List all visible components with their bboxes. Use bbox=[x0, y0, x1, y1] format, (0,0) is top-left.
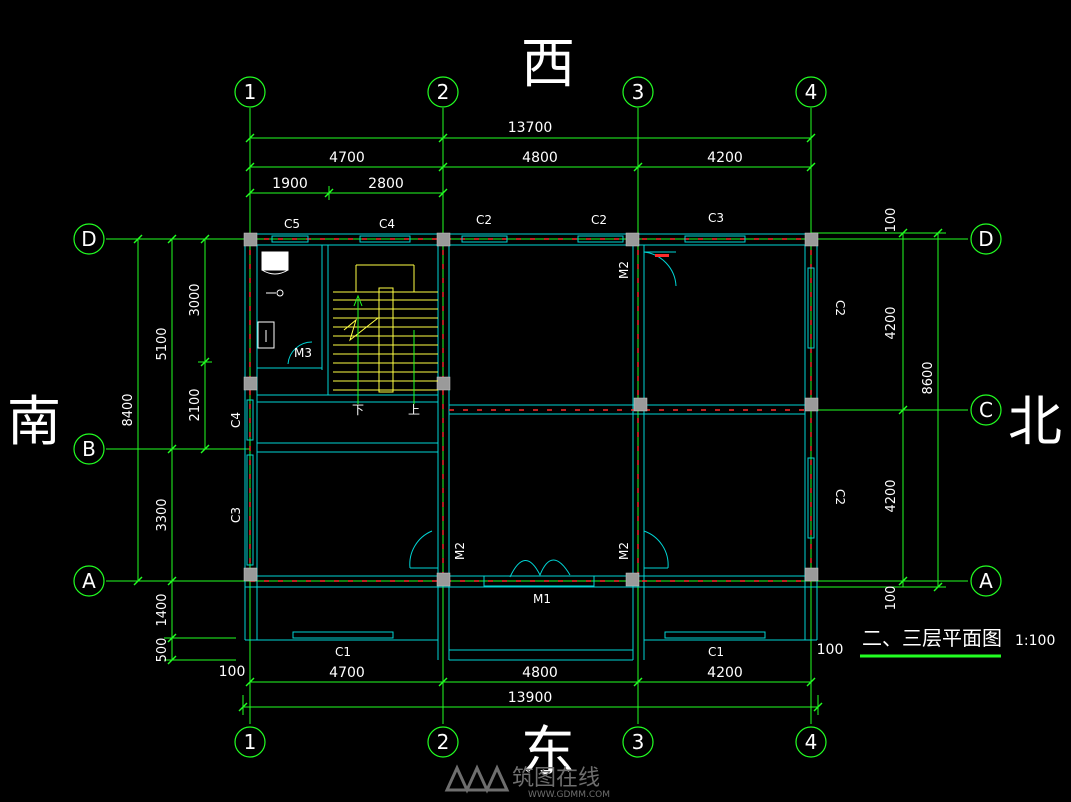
dim-top-seg2: 4800 bbox=[522, 150, 558, 166]
dim-left-c: 3000 bbox=[188, 283, 203, 316]
dim-left-a: 5100 bbox=[155, 327, 170, 360]
dim-right-total: 8600 bbox=[921, 361, 936, 394]
columns bbox=[243, 232, 819, 587]
drawing-scale: 1:100 bbox=[1015, 633, 1055, 649]
axis-label-3-top: 3 bbox=[632, 80, 645, 104]
label-c2-b: C2 bbox=[591, 213, 607, 227]
compass-west: 西 bbox=[521, 32, 575, 95]
watermark-url: WWW.GDMM.COM bbox=[528, 790, 610, 800]
axis-bubbles bbox=[73, 76, 1002, 758]
axis-label-4-bottom: 4 bbox=[805, 730, 818, 754]
axis-label-d-right: D bbox=[978, 227, 993, 251]
label-c2-right2: C2 bbox=[833, 489, 847, 505]
label-c1-left: C1 bbox=[335, 645, 351, 659]
dimension-lines bbox=[130, 130, 946, 715]
dim-bottom-left-offset: 100 bbox=[219, 664, 246, 680]
label-c3-left: C3 bbox=[229, 507, 243, 523]
axis-label-a-left: A bbox=[82, 569, 96, 593]
watermark-logo bbox=[444, 764, 510, 794]
dim-right-bottom: 100 bbox=[884, 586, 899, 611]
compass-north: 北 bbox=[1008, 390, 1062, 453]
dim-top-sub1: 1900 bbox=[272, 176, 308, 192]
axis-label-d-left: D bbox=[81, 227, 96, 251]
bath-fixtures bbox=[257, 251, 289, 349]
axis-label-a-right: A bbox=[979, 569, 993, 593]
label-m2-right: M2 bbox=[617, 542, 631, 560]
dim-top-sub2: 2800 bbox=[368, 176, 404, 192]
label-c4-left: C4 bbox=[229, 412, 243, 428]
label-m3: M3 bbox=[294, 346, 312, 360]
label-m2-left: M2 bbox=[453, 542, 467, 560]
label-c3-top: C3 bbox=[708, 211, 724, 225]
axis-label-2-bottom: 2 bbox=[437, 730, 450, 754]
dim-left-total: 8400 bbox=[121, 393, 136, 426]
dimension-ticks bbox=[133, 133, 943, 712]
axis-label-1-bottom: 1 bbox=[244, 730, 257, 754]
drawing-title: 二、三层平面图 bbox=[862, 626, 1002, 650]
compass-south: 南 bbox=[7, 390, 61, 453]
label-c2-right1: C2 bbox=[833, 300, 847, 316]
dim-bottom-right-offset: 100 bbox=[817, 642, 844, 658]
dim-left-e: 1400 bbox=[155, 593, 170, 626]
dim-bottom-seg3: 4200 bbox=[707, 665, 743, 681]
dim-top-total: 13700 bbox=[508, 120, 553, 136]
axis-label-4-top: 4 bbox=[805, 80, 818, 104]
windows bbox=[246, 235, 815, 639]
axis-label-1-top: 1 bbox=[244, 80, 257, 104]
label-m1: M1 bbox=[533, 592, 551, 606]
stair bbox=[333, 264, 438, 393]
label-c5: C5 bbox=[284, 217, 300, 231]
label-c4-top: C4 bbox=[379, 217, 395, 231]
compass-east: 东 bbox=[521, 720, 575, 783]
axis-label-c-right: C bbox=[979, 398, 993, 422]
axis-label-2-top: 2 bbox=[437, 80, 450, 104]
dim-right-a: 4200 bbox=[884, 306, 899, 339]
walls bbox=[244, 233, 818, 661]
dim-right-b: 4200 bbox=[884, 479, 899, 512]
wall-hatch bbox=[249, 238, 812, 582]
axis-label-b-left: B bbox=[82, 437, 96, 461]
dim-right-top: 100 bbox=[884, 208, 899, 233]
dim-left-d: 2100 bbox=[188, 388, 203, 421]
label-c1-right: C1 bbox=[708, 645, 724, 659]
dim-top-seg3: 4200 bbox=[707, 150, 743, 166]
label-m2-top: M2 bbox=[617, 261, 631, 279]
dim-top-seg1: 4700 bbox=[329, 150, 365, 166]
axis-label-3-bottom: 3 bbox=[632, 730, 645, 754]
stair-arrows bbox=[353, 294, 415, 404]
watermark-brand: 筑图在线 bbox=[512, 766, 600, 791]
stair-down-label: 下 bbox=[352, 403, 364, 417]
dim-bottom-total: 13900 bbox=[508, 690, 553, 706]
dim-bottom-seg1: 4700 bbox=[329, 665, 365, 681]
dim-left-f: 500 bbox=[155, 638, 170, 663]
dim-bottom-seg2: 4800 bbox=[522, 665, 558, 681]
door-marker bbox=[655, 254, 669, 257]
doors bbox=[287, 251, 677, 578]
dim-left-b: 3300 bbox=[155, 498, 170, 531]
stair-up-label: 上 bbox=[408, 403, 420, 417]
label-c2-a: C2 bbox=[476, 213, 492, 227]
